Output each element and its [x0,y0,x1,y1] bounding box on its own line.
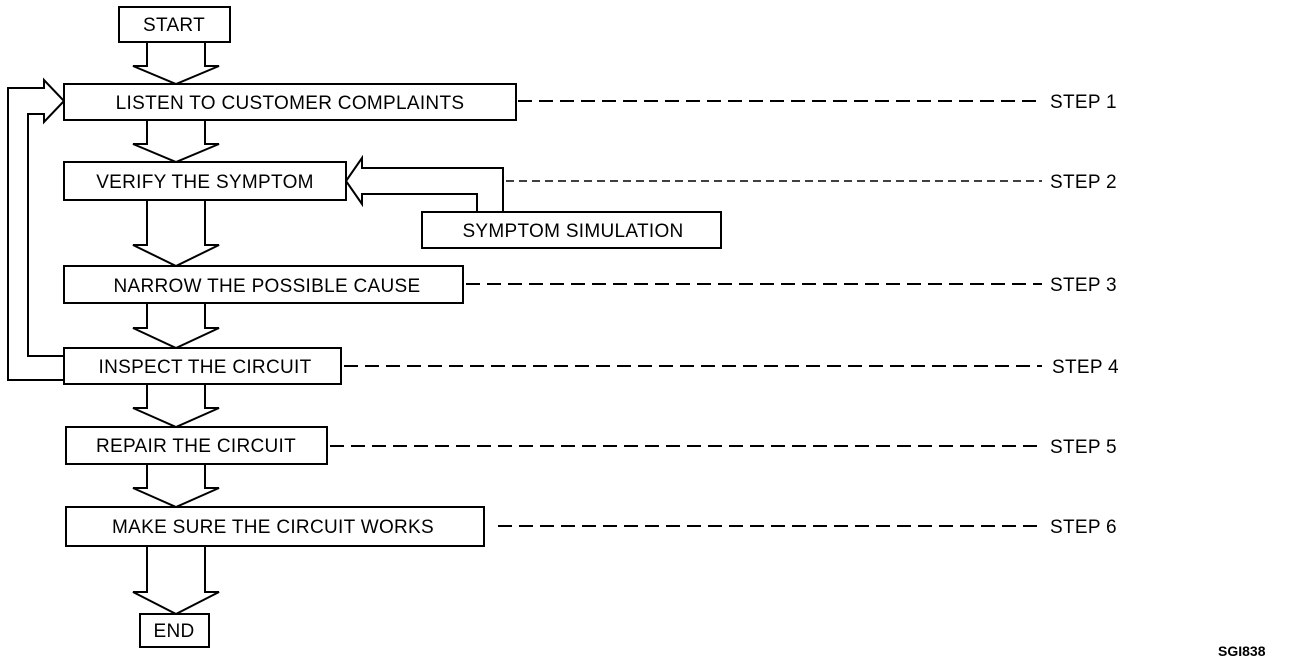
step-label-6: STEP 6 [1050,517,1117,538]
box-repair-the-circuit [65,426,328,465]
step-label-2: STEP 2 [1050,172,1117,193]
box-narrow-label: NARROW THE POSSIBLE CAUSE [114,276,421,297]
box-make-sure-the-circuit-works [65,506,485,547]
down-arrow-step5-to-step6 [132,463,220,509]
box-symptom-simulation-label: SYMPTOM SIMULATION [462,221,683,242]
box-narrow-the-possible-cause [63,265,464,304]
box-inspect-label: INSPECT THE CIRCUIT [99,357,312,378]
box-inspect-the-circuit [63,347,342,385]
down-arrow-step4-to-step5 [132,383,220,429]
end-label: END [153,621,194,642]
down-arrow-start-to-step1 [132,41,220,86]
feedback-loop-arrow [7,77,66,381]
box-listen-label: LISTEN TO CUSTOMER COMPLAINTS [116,93,465,114]
down-arrow-step6-to-end [132,545,220,616]
down-arrow-step1-to-step2 [132,119,220,164]
step-label-4: STEP 4 [1052,357,1119,378]
box-listen-to-customer-complaints [63,83,517,121]
box-symptom-simulation [421,211,722,249]
start-box [118,6,231,43]
step-label-3: STEP 3 [1050,275,1117,296]
figure-code: SGI838 [1218,643,1266,659]
end-box [139,613,210,648]
step-label-1: STEP 1 [1050,92,1117,113]
down-arrow-step3-to-step4 [132,302,220,350]
step-label-5: STEP 5 [1050,437,1117,458]
down-arrow-step2-to-step3 [132,199,220,268]
start-label: START [143,15,205,36]
box-make-sure-label: MAKE SURE THE CIRCUIT WORKS [112,517,434,538]
box-verify-label: VERIFY THE SYMPTOM [96,172,314,193]
simulation-feedback-arrow [344,154,504,213]
box-repair-label: REPAIR THE CIRCUIT [96,436,296,457]
box-verify-the-symptom [63,161,347,201]
